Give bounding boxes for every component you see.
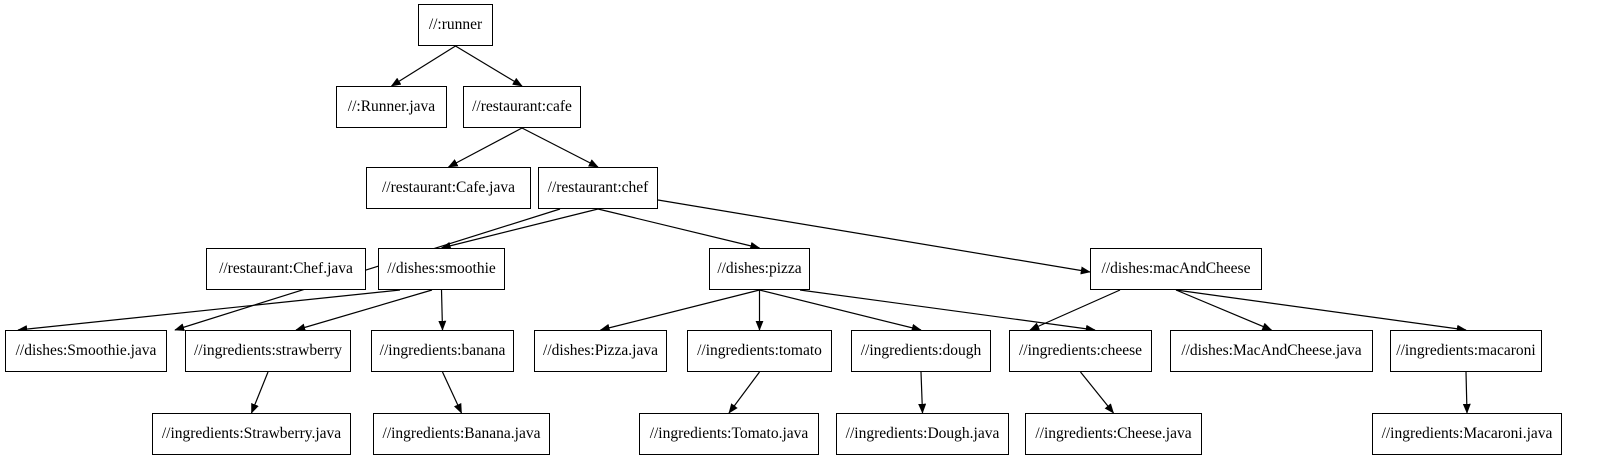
graph-node-label: //:runner bbox=[428, 16, 483, 34]
graph-node-ing-tomato[interactable]: //ingredients:tomato bbox=[687, 330, 832, 372]
graph-node-ing-dough-java[interactable]: //ingredients:Dough.java bbox=[836, 413, 1009, 455]
graph-node-label: //dishes:smoothie bbox=[387, 260, 496, 278]
graph-node-runner[interactable]: //:runner bbox=[418, 4, 493, 46]
graph-node-ing-banana[interactable]: //ingredients:banana bbox=[371, 330, 514, 372]
graph-node-ing-dough[interactable]: //ingredients:dough bbox=[851, 330, 991, 372]
graph-node-label: //ingredients:Dough.java bbox=[845, 425, 1000, 443]
graph-node-ing-cheese-java[interactable]: //ingredients:Cheese.java bbox=[1025, 413, 1202, 455]
graph-node-ing-cheese[interactable]: //ingredients:cheese bbox=[1009, 330, 1152, 372]
graph-node-label: //restaurant:cafe bbox=[472, 98, 572, 116]
graph-node-label: //restaurant:Cafe.java bbox=[382, 179, 515, 197]
graph-node-dishes-mac-java[interactable]: //dishes:MacAndCheese.java bbox=[1170, 330, 1373, 372]
graph-node-label: //ingredients:Tomato.java bbox=[649, 425, 809, 443]
graph-node-label: //:Runner.java bbox=[347, 98, 436, 116]
graph-node-label: //ingredients:Strawberry.java bbox=[161, 425, 342, 443]
graph-node-label: //ingredients:macaroni bbox=[1396, 342, 1536, 360]
graph-node-label: //ingredients:dough bbox=[860, 342, 982, 360]
graph-node-label: //dishes:Smoothie.java bbox=[15, 342, 157, 360]
graph-node-ing-tomato-java[interactable]: //ingredients:Tomato.java bbox=[639, 413, 819, 455]
graph-node-dishes-smoothie[interactable]: //dishes:smoothie bbox=[378, 248, 505, 290]
graph-node-ing-strawberry-java[interactable]: //ingredients:Strawberry.java bbox=[152, 413, 351, 455]
graph-node-ing-macaroni[interactable]: //ingredients:macaroni bbox=[1390, 330, 1542, 372]
graph-node-label: //ingredients:Cheese.java bbox=[1035, 425, 1192, 443]
graph-node-label: //ingredients:Banana.java bbox=[382, 425, 541, 443]
graph-node-label: //ingredients:Macaroni.java bbox=[1381, 425, 1553, 443]
graph-node-dishes-macandcheese[interactable]: //dishes:macAndCheese bbox=[1090, 248, 1262, 290]
graph-node-dishes-pizza-java[interactable]: //dishes:Pizza.java bbox=[534, 330, 667, 372]
graph-node-label: //dishes:Pizza.java bbox=[543, 342, 658, 360]
graph-node-restaurant-chef-java[interactable]: //restaurant:Chef.java bbox=[206, 248, 366, 290]
graph-node-label: //dishes:macAndCheese bbox=[1101, 260, 1251, 278]
graph-node-dishes-smoothie-java[interactable]: //dishes:Smoothie.java bbox=[5, 330, 167, 372]
graph-node-label: //dishes:MacAndCheese.java bbox=[1181, 342, 1362, 360]
graph-node-dishes-pizza[interactable]: //dishes:pizza bbox=[709, 248, 810, 290]
graph-node-ing-strawberry[interactable]: //ingredients:strawberry bbox=[185, 330, 351, 372]
graph-node-label: //ingredients:strawberry bbox=[193, 342, 343, 360]
graph-node-ing-banana-java[interactable]: //ingredients:Banana.java bbox=[373, 413, 550, 455]
graph-node-ing-macaroni-java[interactable]: //ingredients:Macaroni.java bbox=[1372, 413, 1562, 455]
graph-node-label: //restaurant:Chef.java bbox=[219, 260, 353, 278]
graph-node-restaurant-cafe-java[interactable]: //restaurant:Cafe.java bbox=[366, 167, 531, 209]
graph-node-label: //ingredients:banana bbox=[379, 342, 506, 360]
graph-node-label: //ingredients:cheese bbox=[1018, 342, 1143, 360]
graph-node-restaurant-cafe[interactable]: //restaurant:cafe bbox=[463, 86, 581, 128]
graph-node-label: //restaurant:chef bbox=[547, 179, 649, 197]
graph-node-label: //dishes:pizza bbox=[717, 260, 802, 278]
graph-node-runner-java[interactable]: //:Runner.java bbox=[336, 86, 447, 128]
graph-node-restaurant-chef[interactable]: //restaurant:chef bbox=[538, 167, 658, 209]
graph-node-label: //ingredients:tomato bbox=[697, 342, 822, 360]
